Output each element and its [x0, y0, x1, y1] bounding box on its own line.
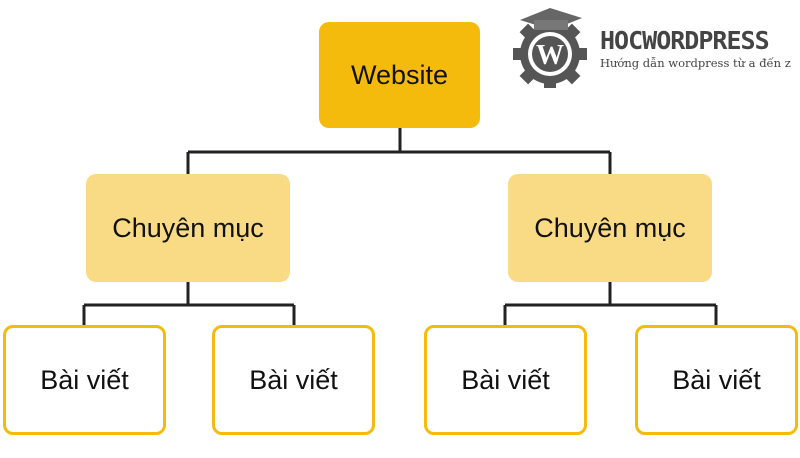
- logo-title: HOCWORDPRESS: [600, 26, 770, 55]
- node-category: Chuyên mục: [508, 174, 712, 282]
- node-post: Bài viết: [424, 325, 587, 435]
- svg-text:W: W: [536, 40, 564, 71]
- node-root: Website: [319, 22, 480, 128]
- connector-left: [82, 282, 296, 325]
- connector-right: [503, 282, 718, 325]
- logo-subtitle: Hướng dẫn wordpress từ a đến z: [600, 56, 791, 70]
- connector-root: [186, 128, 612, 174]
- logo: W HOCWORDPRESS Hướng dẫn wordpress từ a …: [510, 4, 800, 91]
- node-post: Bài viết: [635, 325, 798, 435]
- node-post: Bài viết: [212, 325, 375, 435]
- node-category: Chuyên mục: [86, 174, 290, 282]
- node-post: Bài viết: [3, 325, 166, 435]
- wordpress-gear-logo-icon: W: [513, 8, 587, 91]
